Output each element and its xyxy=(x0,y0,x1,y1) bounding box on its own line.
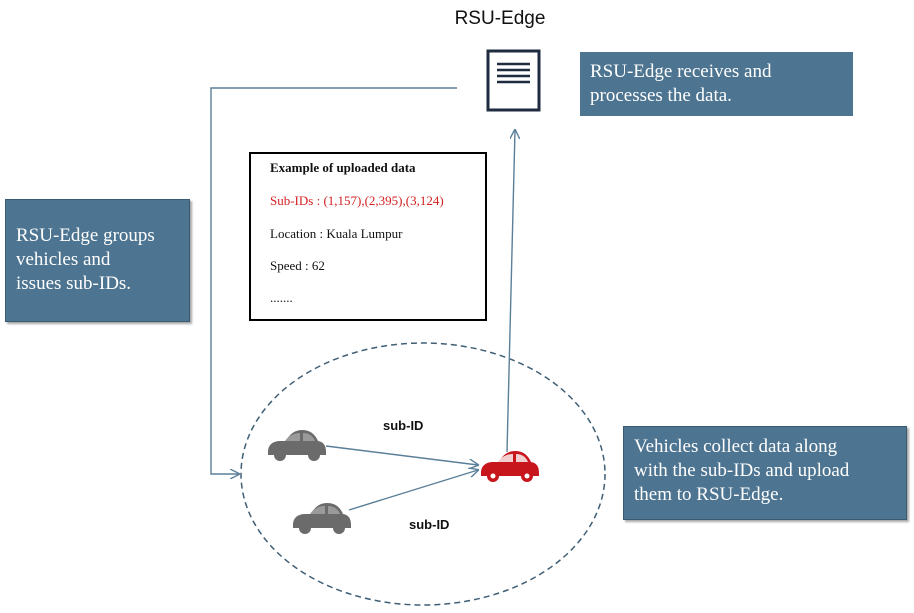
note-receive: RSU-Edge receives and processes the data… xyxy=(580,52,853,116)
example-data-header: Example of uploaded data xyxy=(270,160,416,175)
note-group-line: RSU-Edge groups xyxy=(16,225,155,246)
example-more: ....... xyxy=(270,290,293,305)
note-collect: Vehicles collect data along with the sub… xyxy=(623,426,907,520)
note-receive-line: processes the data. xyxy=(590,85,732,106)
subid-arrow-top xyxy=(325,445,478,465)
upload-arrow xyxy=(506,130,515,453)
rsu-edge-title: RSU-Edge xyxy=(454,8,546,29)
note-group-line: issues sub-IDs. xyxy=(16,273,132,294)
car-icon xyxy=(268,430,326,461)
car-icon xyxy=(481,451,539,482)
subid-label-bottom: sub-ID xyxy=(409,517,450,532)
document-icon xyxy=(486,49,541,112)
example-subids: Sub-IDs : (1,157),(2,395),(3,124) xyxy=(270,193,444,208)
subid-label-top: sub-ID xyxy=(383,418,424,433)
example-speed: Speed : 62 xyxy=(270,258,325,273)
example-data-box: Example of uploaded data Sub-IDs : (1,15… xyxy=(249,152,487,321)
note-collect-line: them to RSU-Edge. xyxy=(634,484,784,505)
example-location: Location : Kuala Lumpur xyxy=(270,226,403,241)
note-collect-line: Vehicles collect data along xyxy=(634,436,838,457)
subid-arrow-bottom xyxy=(348,470,478,511)
group-arrow xyxy=(210,87,457,474)
note-receive-line: RSU-Edge receives and xyxy=(590,61,772,82)
car-icon xyxy=(293,503,351,534)
note-collect-line: with the sub-IDs and upload xyxy=(634,460,850,481)
vehicle-group-ellipse xyxy=(240,342,606,606)
note-group-line: vehicles and xyxy=(16,249,111,270)
note-group: RSU-Edge groups vehicles and issues sub-… xyxy=(5,199,190,322)
